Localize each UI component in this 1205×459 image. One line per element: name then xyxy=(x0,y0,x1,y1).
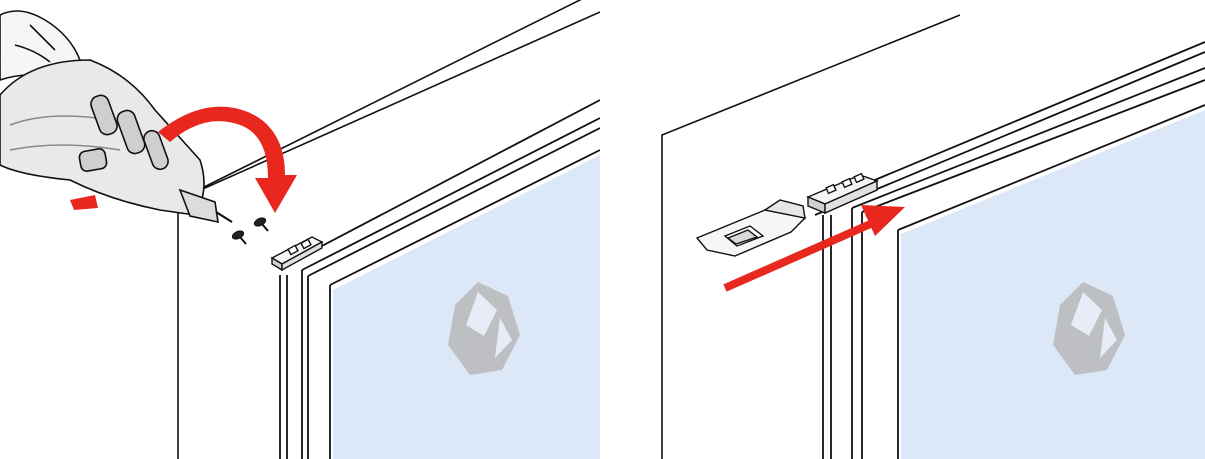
panel-right-drawing xyxy=(605,0,1205,459)
panel-step-screw xyxy=(0,0,600,459)
screw-icon xyxy=(231,216,268,244)
panel-left-drawing xyxy=(0,0,600,459)
window-glass xyxy=(901,110,1205,459)
mount-plate-icon xyxy=(697,200,805,256)
panel-step-insert xyxy=(605,0,1205,459)
bracket-icon xyxy=(272,237,322,270)
